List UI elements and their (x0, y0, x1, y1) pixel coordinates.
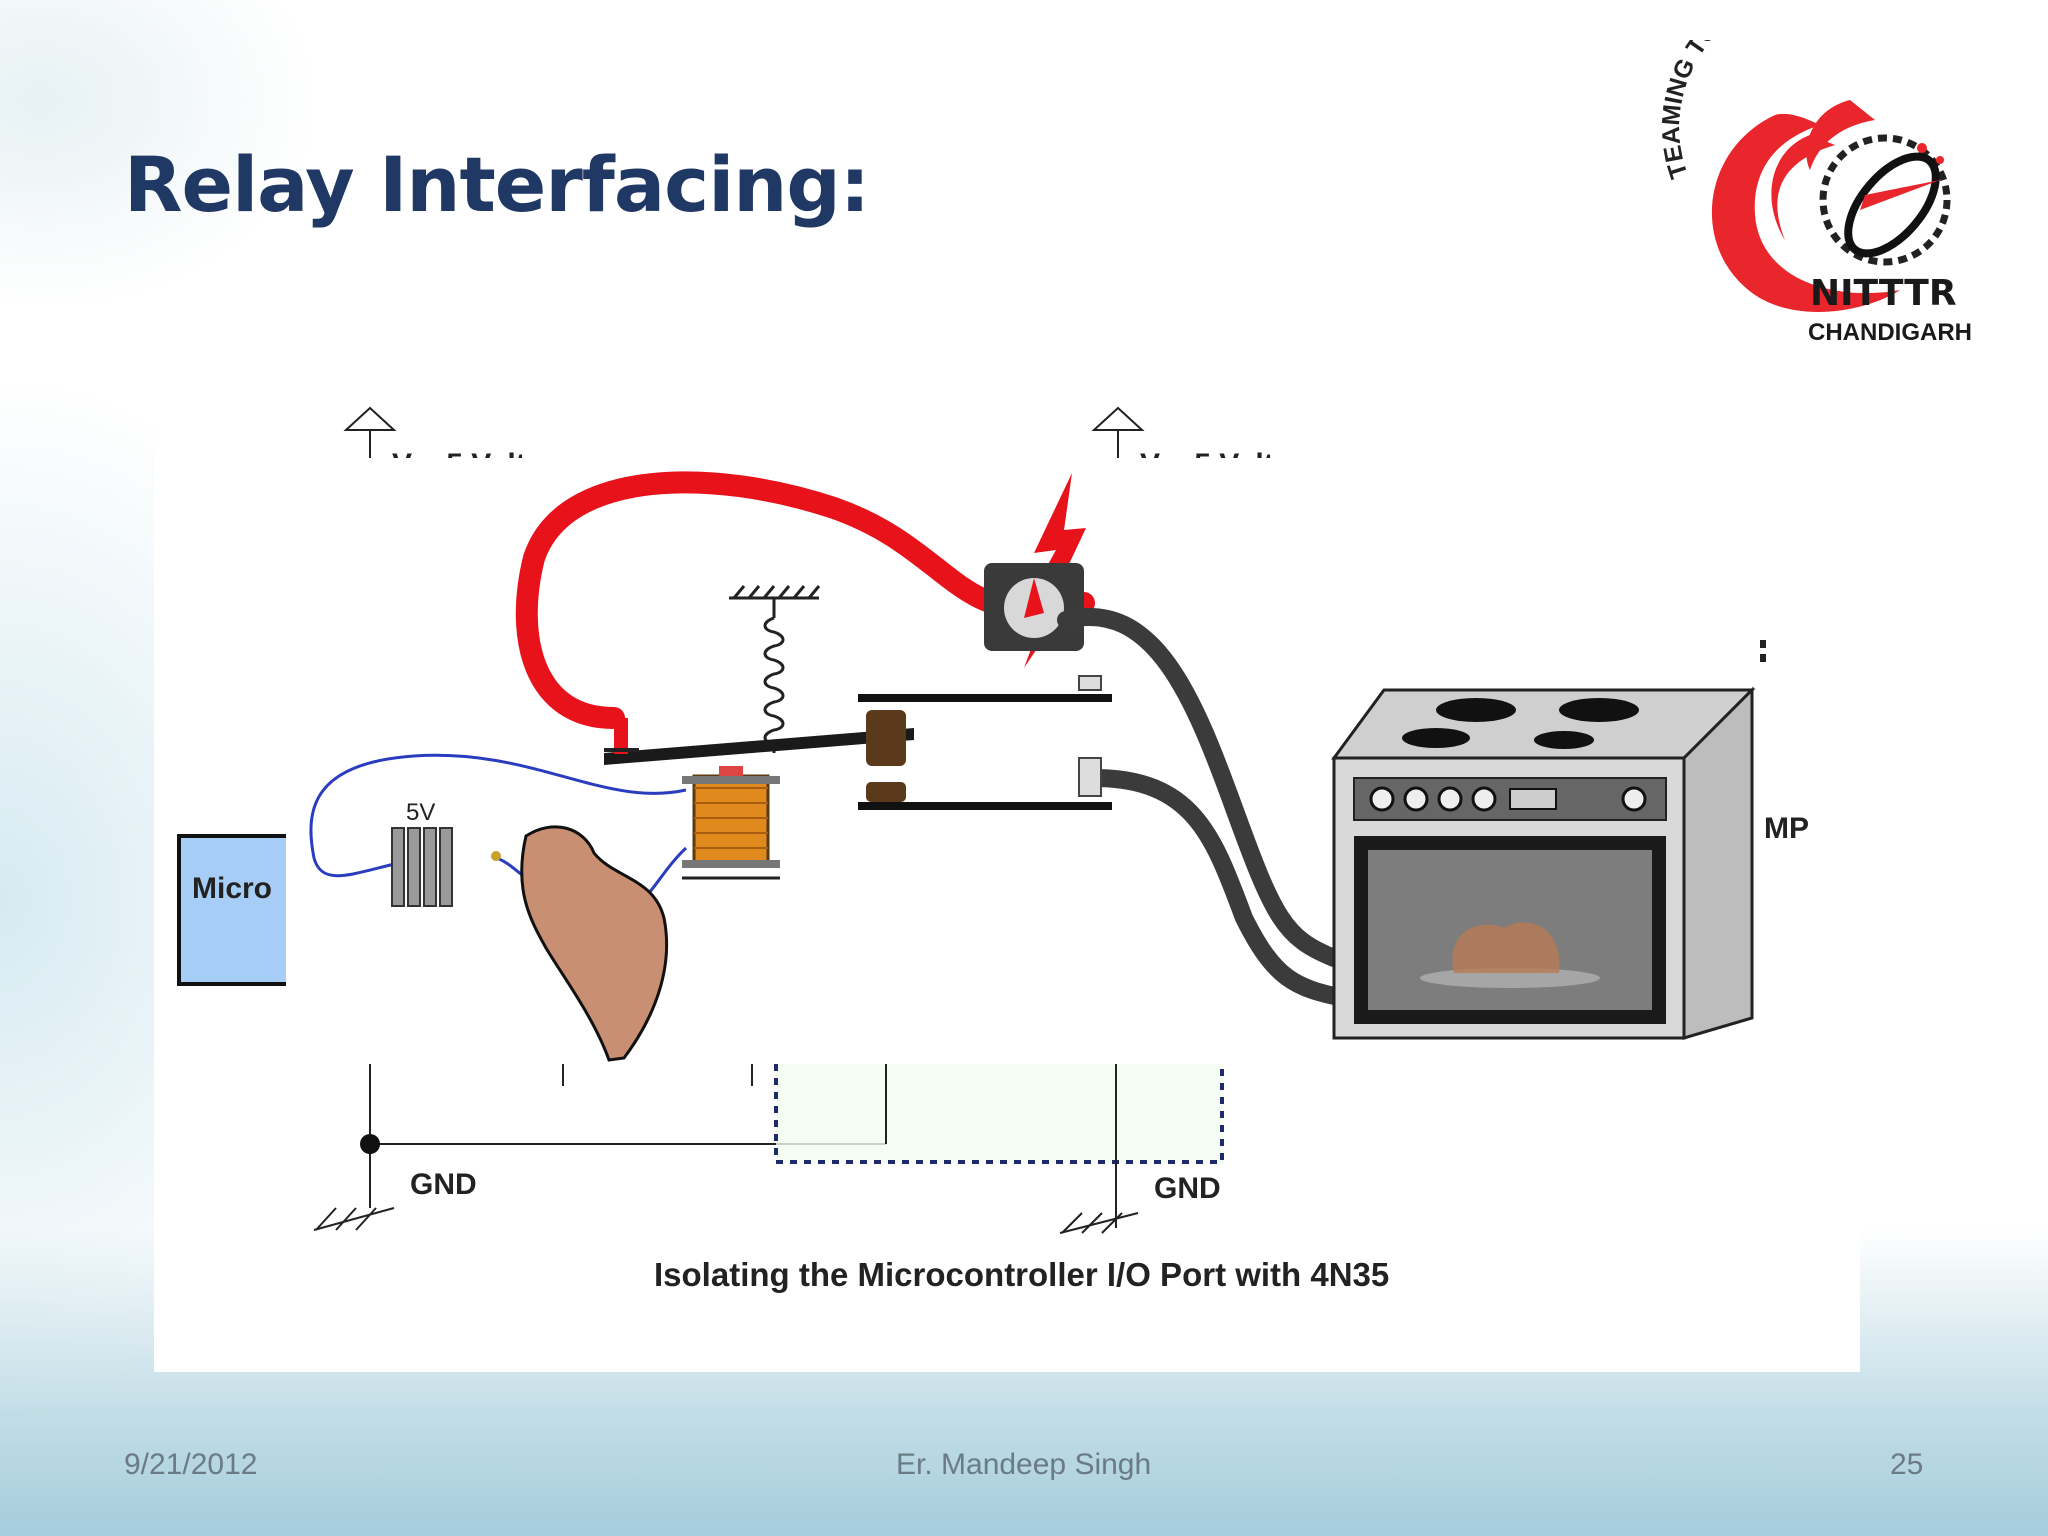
relay-coil (682, 766, 780, 880)
nitttr-logo: TEAMING TOGETHER NITTTR CHANDIGARH (1657, 0, 2010, 360)
diagram-caption: Isolating the Microcontroller I/O Port w… (654, 1256, 1389, 1293)
footer-author: Er. Mandeep Singh (896, 1448, 1152, 1481)
battery-label: 5V (406, 799, 435, 826)
battery-icon (391, 827, 453, 907)
logo-name: NITTTR (1810, 273, 1957, 314)
micro-label: Micro (192, 872, 272, 905)
amp-fragment: MP (1764, 812, 1809, 845)
gnd-label-left: GND (410, 1168, 477, 1201)
gnd-label-right: GND (1154, 1172, 1221, 1205)
hand-icon (520, 825, 669, 1062)
footer-date: 9/21/2012 (124, 1448, 258, 1481)
relay-armature (604, 728, 914, 765)
return-wire-upper (1057, 608, 1343, 967)
relay-diagram: V = 5 Volt V = 5 Volt Micro (154, 358, 1860, 1372)
relay-spring (729, 585, 821, 753)
slide-title: Relay Interfacing: (124, 140, 870, 229)
return-wire-lower (1085, 769, 1353, 1007)
stove-icon (1331, 686, 1756, 1041)
movable-contact (866, 710, 906, 766)
control-wire-top (309, 753, 687, 878)
footer-page-number: 25 (1890, 1448, 1924, 1481)
logo-city: CHANDIGARH (1808, 319, 1972, 346)
optocoupler-outline (774, 1064, 1224, 1164)
microcontroller-box (177, 834, 301, 986)
